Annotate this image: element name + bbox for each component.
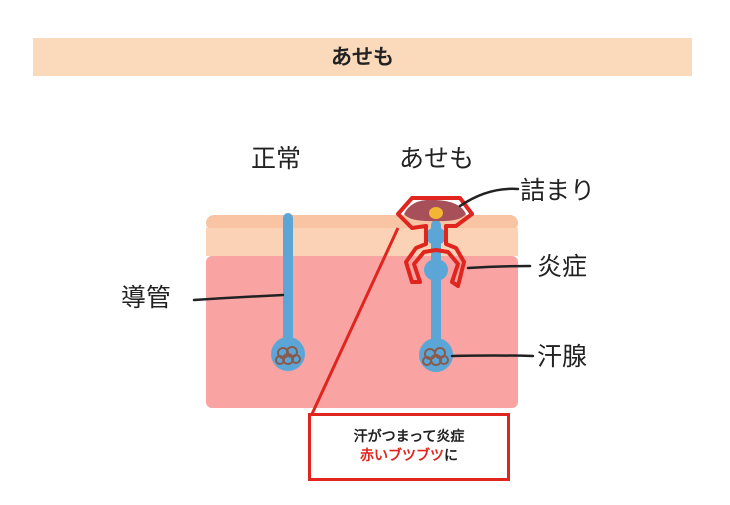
label-heat-rash: あせも [399,144,475,173]
rash-duct-bulge-lower [424,259,448,281]
callout-red-text: 赤いブツブツ [360,448,444,464]
skin-epidermis [206,228,518,256]
sweat-drop-icon [429,207,443,219]
label-sweat-gland: 汗腺 [537,342,588,371]
rash-duct-bulge-upper [426,227,446,245]
normal-duct [283,213,293,347]
normal-gland-coil [275,346,301,365]
callout-line1: 汗がつまって炎症 [353,429,465,445]
inflammation-outline [396,196,474,288]
label-clog: 詰まり [520,176,596,205]
rash-gland-coil [422,347,449,366]
label-inflammation: 炎症 [537,252,588,281]
callout-line2: 赤いブツブツに [311,446,507,466]
page-title: あせも [331,45,394,69]
leader-sweat-gland [450,354,535,358]
leader-inflammation [466,264,532,270]
callout-box: 汗がつまって炎症 赤いブツブツに [308,413,510,481]
label-normal: 正常 [251,144,302,173]
title-bar: あせも [33,38,692,76]
leader-clog [458,187,520,208]
callout-rest-text: に [444,448,458,464]
label-duct: 導管 [121,283,172,312]
callout-pointer [310,227,400,415]
skin-dermis [206,256,518,408]
leader-duct [192,293,285,302]
